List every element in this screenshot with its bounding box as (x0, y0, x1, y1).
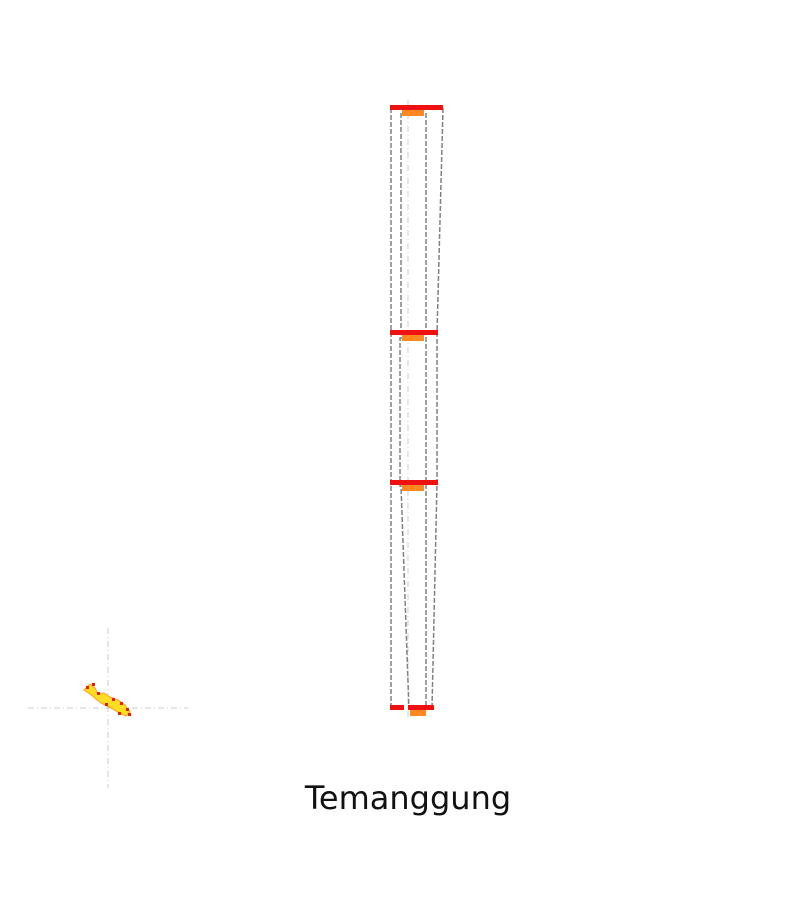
boundary-bar (390, 480, 438, 485)
boundary-marker-upper (390, 330, 438, 341)
boundary-tick (402, 485, 424, 491)
frame-edge-right (431, 107, 444, 709)
boundary-tick (402, 110, 424, 116)
locator-dot (126, 708, 129, 711)
locator-dot (86, 686, 89, 689)
locator-dot (128, 713, 131, 716)
locator-inset (28, 628, 188, 788)
region-frame (390, 100, 444, 720)
boundary-bar (408, 705, 434, 710)
boundary-marker-top (390, 105, 443, 116)
region-locator-icon (83, 683, 131, 717)
locator-dot (97, 692, 100, 695)
boundary-tick (410, 710, 426, 716)
locator-dot (120, 702, 123, 705)
boundary-tick (402, 335, 424, 341)
boundary-marker-middle (390, 480, 438, 491)
region-title: Temanggung (304, 779, 512, 817)
locator-dot (118, 712, 121, 715)
locator-dot (112, 698, 115, 701)
boundary-bar (390, 105, 443, 110)
locator-dot (92, 683, 95, 686)
locator-dots (86, 683, 131, 716)
boundary-bar (390, 705, 404, 710)
locator-dot (105, 703, 108, 706)
boundary-marker-bottom (390, 705, 434, 716)
locator-shape (83, 683, 131, 717)
boundary-bar (390, 330, 438, 335)
